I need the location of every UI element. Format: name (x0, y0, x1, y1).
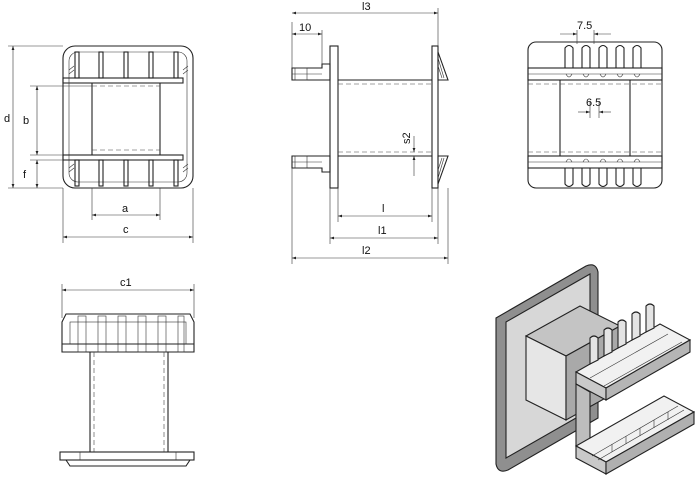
elevation-pins (77, 315, 185, 353)
top-lower-pins (564, 158, 642, 188)
dim-s2-label: s2 (401, 132, 413, 144)
dim-pin-gap-label: 6.5 (586, 97, 601, 109)
side-view: d b f a c (4, 45, 194, 243)
dim-c1-label: c1 (120, 277, 132, 289)
lower-pins (68, 159, 189, 187)
dim-d-label: d (4, 113, 10, 125)
dim-l3-label: l3 (362, 1, 371, 13)
top-upper-pins (564, 44, 642, 78)
upper-pins (68, 51, 189, 79)
dim-l2-label: l2 (362, 245, 371, 257)
dim-c-label: c (123, 224, 129, 236)
dim-l-label: l (382, 203, 384, 215)
top-view: 7.5 6.5 (527, 20, 663, 189)
dim-b-label: b (23, 115, 29, 127)
dim-l1-label: l1 (378, 225, 387, 237)
isometric-view (495, 264, 696, 475)
dim-a-label: a (122, 203, 129, 215)
dim-f-label: f (23, 169, 27, 181)
front-view: 10 l3 s2 l l1 l2 (291, 1, 449, 264)
dim-pin-pitch-label: 7.5 (577, 20, 592, 32)
dim-10-label: 10 (299, 22, 311, 34)
elevation-view: c1 (59, 277, 195, 467)
iso-pins (589, 303, 655, 365)
